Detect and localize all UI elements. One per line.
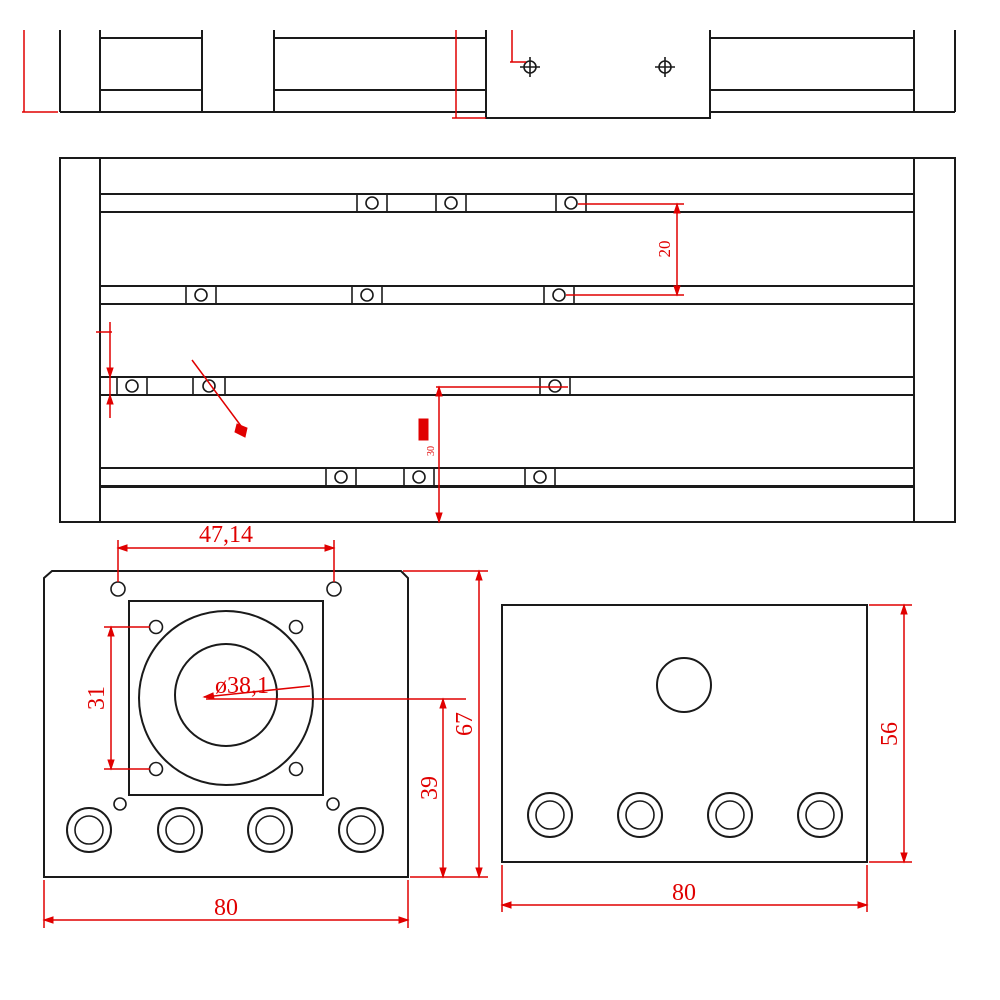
dim-small-offset: 30 <box>418 385 568 524</box>
small-offset-label: 30 <box>426 446 437 456</box>
motor-hole-spacing-v-label: 31 <box>84 686 110 710</box>
dim-shaft-height: 39 <box>206 697 466 879</box>
carriage-hole-right <box>655 57 675 77</box>
plate-width-label: 80 <box>214 895 238 921</box>
counterbore-2 <box>157 807 203 853</box>
top-view <box>22 30 956 119</box>
dim-end-plate-height: 56 <box>869 603 912 864</box>
slot-row-1 <box>100 193 914 213</box>
counterbore-1 <box>66 807 112 853</box>
end-plate-height-label: 56 <box>877 722 903 746</box>
slot-spacing-label: 20 <box>655 241 674 258</box>
end-counterbore-1 <box>527 792 573 838</box>
motor-hole-br <box>288 761 304 777</box>
carriage-hole-left <box>520 57 540 77</box>
slot-row-2 <box>100 285 914 305</box>
dim-boss-diameter: ø38,1 <box>202 673 311 700</box>
plate-height-label: 67 <box>452 712 478 736</box>
mount-hole-tr <box>326 581 342 597</box>
end-counterbore-2 <box>617 792 663 838</box>
dim-motor-hole-spacing-v: 31 <box>84 625 150 771</box>
end-plate-width-label: 80 <box>672 880 696 906</box>
slot-row-4 <box>100 467 914 487</box>
counterbore-3 <box>247 807 293 853</box>
motor-hole-tr <box>288 619 304 635</box>
motor-hole-bl <box>148 761 164 777</box>
dim-plate-width: 80 <box>42 880 410 928</box>
dim-motor-hole-spacing-h: 47,14 <box>116 522 336 582</box>
end-counterbore-4 <box>797 792 843 838</box>
bearing-hole <box>656 657 712 713</box>
mount-hole-tl <box>110 581 126 597</box>
end-counterbore-3 <box>707 792 753 838</box>
dim-plate-height: 67 <box>403 569 488 879</box>
counterbore-4 <box>338 807 384 853</box>
front-view: 20 30 <box>59 157 956 524</box>
dim-end-plate-width: 80 <box>500 865 869 912</box>
motor-mount-plate: 47,14 31 ø38,1 39 <box>42 522 488 928</box>
end-plate: 56 80 <box>500 603 912 912</box>
dim-slot-spacing: 20 <box>566 202 684 297</box>
shaft-height-label: 39 <box>417 776 443 800</box>
diagonal-leader <box>191 359 248 438</box>
dim-left-slot-width <box>96 322 114 418</box>
boss-diameter-label: ø38,1 <box>215 673 269 699</box>
motor-hole-spacing-h-label: 47,14 <box>199 522 253 548</box>
slot-row-3 <box>100 376 914 396</box>
motor-hole-tl <box>148 619 164 635</box>
